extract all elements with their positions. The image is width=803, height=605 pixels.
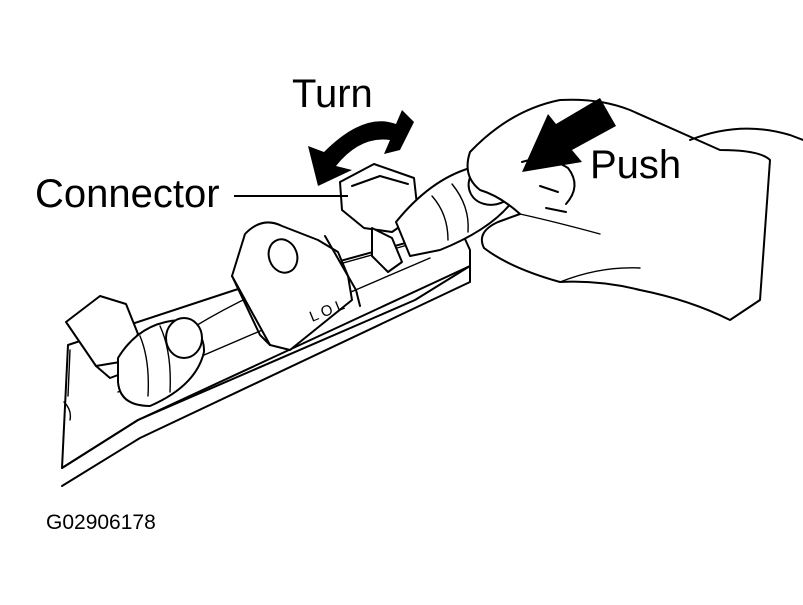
turn-label: Turn — [292, 72, 373, 116]
hand — [466, 98, 803, 321]
left-injector — [65, 295, 206, 407]
turn-arrow-icon — [308, 110, 414, 186]
mounting-bracket — [231, 221, 361, 351]
push-arrow-icon — [522, 98, 616, 172]
connector-label: Connector — [35, 172, 220, 216]
figure-code: G02906178 — [46, 511, 156, 534]
push-label: Push — [590, 143, 682, 187]
